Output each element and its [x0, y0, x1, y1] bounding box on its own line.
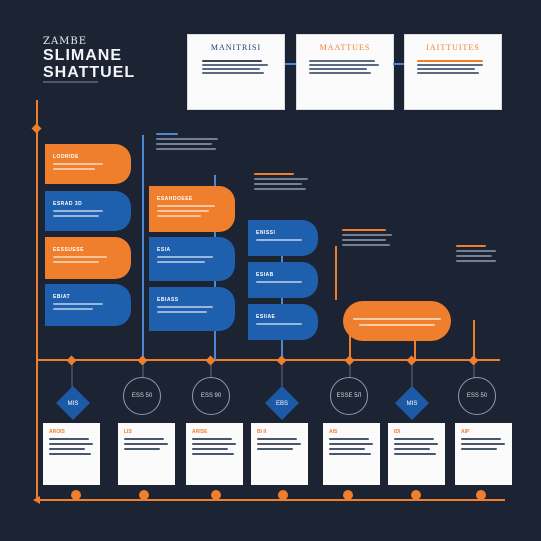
bottom-card: AROIS [43, 423, 100, 485]
note-block [342, 226, 398, 249]
highlight-pill[interactable] [343, 301, 451, 341]
stage-pill[interactable]: ESIA [149, 237, 235, 281]
bottom-card-title: AIP [461, 429, 470, 435]
note-block [156, 130, 226, 153]
stage-pill[interactable]: LODRIDE [45, 144, 131, 184]
stage-pill[interactable]: ESAHDOEEE [149, 186, 235, 232]
bottom-card: ARISE [186, 423, 243, 485]
milestone-label: ESS 90 [200, 393, 222, 399]
top-card-3: IAITTUITES [404, 34, 502, 110]
timeline-dot [476, 490, 486, 500]
bottom-card: AIP [455, 423, 512, 485]
stage-pill-label: ESRAD 3D [53, 201, 83, 207]
top-card-title: IAITTUITES [426, 43, 480, 52]
stage-pill-label: EESSUESE [53, 247, 84, 253]
milestone-circle[interactable]: ESSE 5Л [330, 377, 368, 415]
bottom-card: AIS [323, 423, 380, 485]
bottom-card-title: AROIS [49, 429, 65, 435]
timeline-dot [411, 490, 421, 500]
stage-pill-label: ESIIAE [256, 314, 276, 320]
milestone-circle[interactable]: ESS 50 [458, 377, 496, 415]
bottom-card: IDI [388, 423, 445, 485]
stage-pill-label: LODRIDE [53, 154, 79, 160]
milestone-label: EBS [275, 401, 288, 407]
stage-pill-label: EBIASS [157, 297, 179, 303]
stage-pill[interactable]: ENISSI [248, 220, 318, 256]
stage-pill-label: ESIAB [256, 272, 274, 278]
milestone-label: ESS 50 [466, 393, 488, 399]
timeline-dot [211, 490, 221, 500]
stage-pill[interactable]: EBIASS [149, 287, 235, 331]
stage-pill[interactable]: ESIAB [248, 262, 318, 298]
note-block [456, 242, 502, 265]
milestone-label: ESSE 5Л [336, 393, 362, 399]
timeline-dot [278, 490, 288, 500]
note-block [254, 170, 314, 193]
stage-pill[interactable]: ESIIAE [248, 304, 318, 340]
milestone-label: MIS [406, 401, 418, 407]
title-line-1: SLIMANE [43, 47, 122, 64]
milestone-circle[interactable]: ESS 50 [123, 377, 161, 415]
stage-pill-label: ESIA [157, 247, 171, 253]
stage-pill-label: ENISSI [256, 230, 276, 236]
top-card-1: MANITRISI [187, 34, 285, 110]
stage-pill-label: EBIAT [53, 294, 71, 300]
bottom-card-title: ARISE [192, 429, 208, 435]
stage-pill-label: ESAHDOEEE [157, 196, 193, 202]
page-title: SLIMANE SHATTUEL [43, 47, 163, 81]
timeline-dot [343, 490, 353, 500]
stage-pill[interactable]: EESSUESE [45, 237, 131, 279]
bottom-card-title: IDI [394, 429, 401, 435]
subtitle-bar [43, 81, 98, 83]
milestone-circle[interactable]: ESS 90 [192, 377, 230, 415]
milestone-label: ESS 50 [131, 393, 153, 399]
milestone-label: MIS [67, 401, 79, 407]
bottom-card-title: BI II [257, 429, 267, 435]
kicker-text: ZAMBE [43, 36, 88, 47]
top-card-title: MANITRISI [210, 43, 262, 52]
bottom-card-title: AIS [329, 429, 338, 435]
stage-pill[interactable]: ESRAD 3D [45, 191, 131, 231]
bottom-card: LIS [118, 423, 175, 485]
timeline-dot [71, 490, 81, 500]
title-line-2: SHATTUEL [43, 64, 136, 81]
stage-pill[interactable]: EBIAT [45, 284, 131, 326]
timeline-dot [139, 490, 149, 500]
top-card-title: MAATTUES [319, 43, 371, 52]
arrow-head-icon [33, 496, 40, 504]
bottom-card-title: LIS [124, 429, 132, 435]
top-card-2: MAATTUES [296, 34, 394, 110]
bottom-card: BI II [251, 423, 308, 485]
